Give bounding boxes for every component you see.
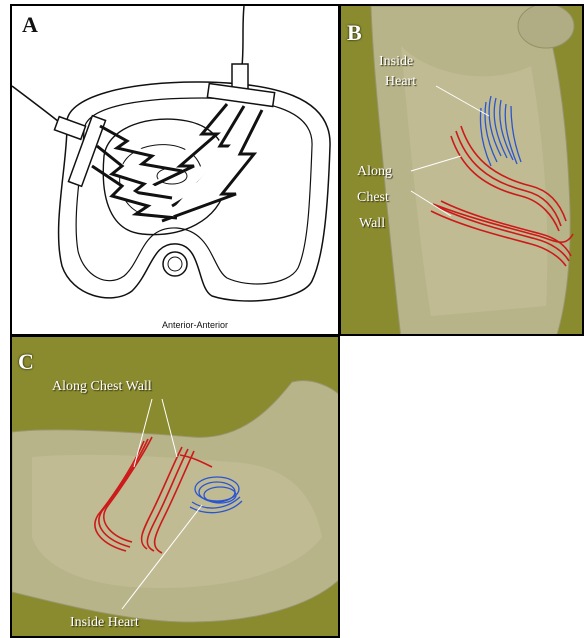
panel-b-along-label-line1: Along xyxy=(357,162,392,182)
left-paddle-handle xyxy=(54,117,85,140)
panel-b-inside-label-line2: Heart xyxy=(385,72,416,92)
panel-c-letter: C xyxy=(18,349,34,375)
panel-b-along-label-line2: Chest xyxy=(357,188,389,208)
shoulder-bump xyxy=(518,6,574,48)
right-cable xyxy=(242,6,244,66)
body-shade xyxy=(32,455,322,588)
panel-b: B Inside Heart Along Chest Wall xyxy=(339,4,584,336)
panel-a-caption: Anterior-Anterior xyxy=(162,320,228,330)
spine-outer xyxy=(163,252,187,276)
left-cable xyxy=(12,86,64,126)
panel-b-letter: B xyxy=(347,20,362,46)
chest-cross-section-diagram xyxy=(12,6,340,336)
lightning-bolt-4 xyxy=(97,146,172,198)
panel-b-along-label-line3: Wall xyxy=(359,214,385,234)
panel-c-inside-label: Inside Heart xyxy=(70,613,139,633)
panel-a: A Anterior-Anterior xyxy=(10,4,340,336)
panel-b-inside-label-line1: Inside xyxy=(379,52,413,72)
panel-c-along-label: Along Chest Wall xyxy=(52,377,152,397)
spine-inner xyxy=(168,257,182,271)
panel-c: C Along Chest Wall Inside Heart xyxy=(10,335,340,638)
panel-a-letter: A xyxy=(22,12,38,38)
lightning-bolts xyxy=(92,104,262,221)
lightning-bolt-6 xyxy=(100,126,182,171)
